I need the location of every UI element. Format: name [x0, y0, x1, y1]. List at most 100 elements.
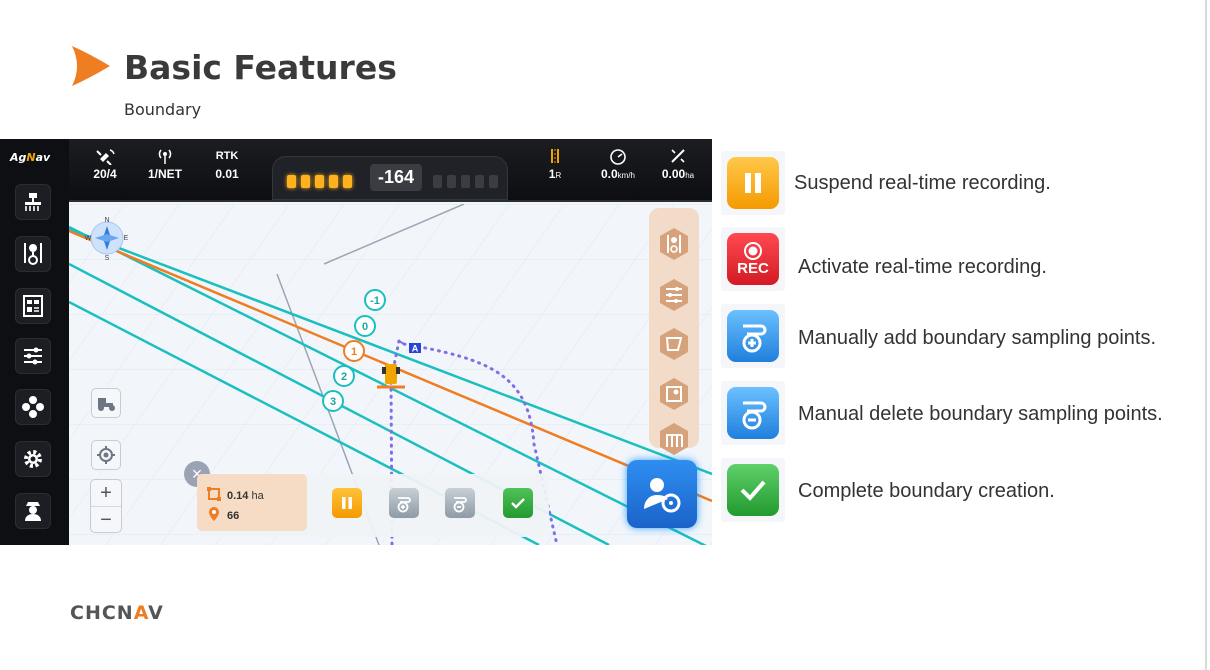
lightbar-led: [475, 175, 484, 188]
sidebar-settings-button[interactable]: [15, 441, 51, 477]
lightbar-led: [461, 175, 470, 188]
status-bar: 20/4 1/NET RTK 0.01 -164 1R: [69, 139, 712, 202]
legend-rec: REC: [721, 227, 785, 291]
lightbar-led: [447, 175, 456, 188]
area-status: 0.00ha: [653, 147, 703, 181]
cross-track-offset: -164: [370, 164, 422, 191]
driver-steering-icon: [644, 478, 681, 513]
sidebar: AgNav: [0, 139, 69, 545]
implement-icon: [25, 193, 41, 211]
title-arrow-icon: [72, 46, 110, 86]
lightbar: -164: [272, 156, 508, 200]
legend-complete-text: Complete boundary creation.: [798, 480, 1055, 502]
svg-text:N: N: [104, 217, 109, 224]
sidebar-settings-sliders-button[interactable]: [15, 338, 51, 374]
boundary-tool-button[interactable]: [656, 326, 692, 362]
lightbar-led: [287, 175, 296, 188]
gear-icon: [24, 450, 42, 468]
vehicle-view-button[interactable]: [91, 388, 121, 418]
field-data-icon: [23, 295, 43, 317]
lightbar-led: [489, 175, 498, 188]
line-number-status: 1R: [535, 147, 575, 181]
compass-icon: N S E W: [85, 217, 129, 262]
pause-recording-button[interactable]: [332, 488, 362, 518]
guidance-line-icon: [551, 149, 559, 163]
check-icon: [511, 498, 525, 509]
delete-point-icon: [727, 387, 779, 439]
operator-icon: [25, 502, 41, 521]
legend-delete-point-text: Manual delete boundary sampling points.: [798, 403, 1163, 425]
add-point-button[interactable]: [389, 488, 419, 518]
zoom-in-button[interactable]: +: [100, 482, 112, 504]
slide-title: Basic Features: [124, 48, 397, 87]
add-point-icon: [397, 497, 411, 513]
lightbar-led: [301, 175, 310, 188]
map-tools-panel: [649, 208, 699, 455]
speed-status: 0.0km/h: [593, 147, 643, 181]
satellite-icon: [96, 149, 115, 165]
map-layer-tool-button[interactable]: [656, 376, 692, 412]
svg-text:W: W: [85, 235, 92, 242]
implement-width-tool-button[interactable]: [656, 421, 692, 457]
pause-icon: [727, 157, 779, 209]
locate-button[interactable]: [91, 440, 121, 470]
legend-complete: [721, 458, 785, 522]
zoom-control: + −: [90, 479, 122, 533]
slide-edge-rule: [1205, 0, 1207, 670]
boundary-point-count: 66: [207, 507, 239, 522]
antenna-icon: [158, 149, 172, 164]
line-label: 3: [330, 396, 336, 408]
sidebar-operator-button[interactable]: [15, 493, 51, 529]
delete-point-button[interactable]: [445, 488, 475, 518]
speedometer-icon: [610, 149, 626, 165]
line-label: 0: [362, 321, 368, 333]
line-label: -1: [370, 295, 380, 307]
rtk-status: RTK 0.01: [215, 150, 239, 181]
sidebar-implement-button[interactable]: [15, 184, 51, 220]
settings-sliders-icon: [24, 347, 42, 365]
guidance-tool-button[interactable]: [656, 226, 692, 262]
network-status: 1/NET: [143, 147, 187, 181]
line-label: 1: [351, 346, 357, 358]
adjust-tool-button[interactable]: [656, 277, 692, 313]
sidebar-guidance-button[interactable]: [15, 236, 51, 272]
start-point-label: A: [412, 344, 419, 354]
auto-steer-button[interactable]: [627, 460, 697, 528]
lightbar-led: [343, 175, 352, 188]
add-point-icon: [727, 310, 779, 362]
boundary-area: 0.14 ha: [207, 487, 264, 502]
rec-icon: REC: [727, 233, 779, 285]
chcnav-logo: CHCNAV: [70, 602, 164, 624]
legend-add-point-text: Manually add boundary sampling points.: [798, 327, 1156, 349]
app-screenshot: AgNav 20/4 1/NET: [0, 139, 712, 545]
location-pin-icon: [209, 507, 219, 521]
lightbar-led: [315, 175, 324, 188]
legend-pause: [721, 151, 785, 215]
guidance-lines-icon: [24, 243, 42, 265]
svg-text:S: S: [105, 255, 110, 262]
legend-pause-text: Suspend real-time recording.: [794, 172, 1051, 194]
lightbar-led: [329, 175, 338, 188]
boundary-info: 0.14 ha 66: [197, 474, 307, 531]
tractor-view-icon: [98, 398, 115, 411]
lightbar-led: [433, 175, 442, 188]
sidebar-modules-button[interactable]: [15, 389, 51, 425]
start-point-marker: [409, 343, 421, 353]
legend-add-point: [721, 304, 785, 368]
sidebar-field-data-button[interactable]: [15, 288, 51, 324]
area-measure-icon: [671, 149, 685, 163]
zoom-out-button[interactable]: −: [91, 506, 121, 532]
legend-rec-text: Activate real-time recording.: [798, 256, 1047, 278]
area-icon: [207, 487, 221, 501]
rec-label: REC: [737, 260, 769, 277]
svg-text:E: E: [124, 235, 129, 242]
check-icon: [727, 464, 779, 516]
locate-icon: [97, 446, 115, 464]
modules-icon: [22, 396, 44, 418]
complete-boundary-button[interactable]: [503, 488, 533, 518]
pause-icon: [342, 497, 352, 509]
legend-delete-point: [721, 381, 785, 445]
boundary-toolbar: 0.14 ha 66: [197, 474, 549, 537]
satellites-status: 20/4: [85, 147, 125, 181]
delete-point-icon: [453, 497, 467, 513]
